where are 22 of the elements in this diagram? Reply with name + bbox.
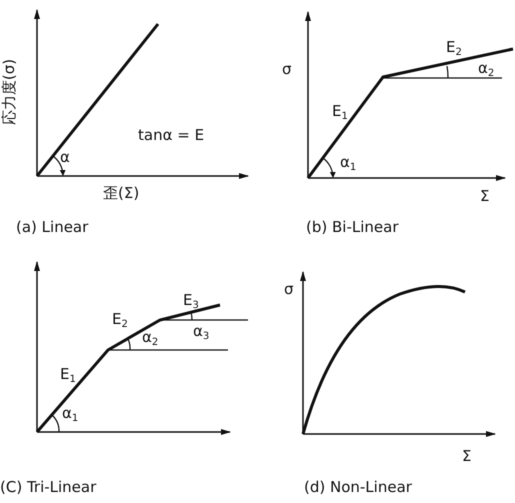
slope-label: E$_{3}$ xyxy=(183,293,199,308)
caption: (C) Tri-Linear xyxy=(0,480,96,495)
angle-label: α$_{1}$ xyxy=(340,155,356,170)
slope-label: E$_{1}$ xyxy=(60,367,76,382)
axis-label: Σ xyxy=(480,189,490,204)
axis-label: 歪(Σ) xyxy=(103,186,140,201)
axis-label: σ xyxy=(282,62,292,77)
axis-label: σ xyxy=(284,282,294,297)
angle-label: α$_{2}$ xyxy=(142,330,158,345)
angle-label: α xyxy=(60,150,70,165)
caption: (d) Non-Linear xyxy=(304,480,412,495)
caption: (b) Bi-Linear xyxy=(306,220,398,235)
angle-label: α$_{1}$ xyxy=(62,406,78,421)
slope-label: E$_{1}$ xyxy=(332,104,348,119)
axis-label: 応力度(σ) xyxy=(2,58,17,126)
slope-label: E$_{2}$ xyxy=(112,312,128,327)
formula: tanα = E xyxy=(138,128,204,143)
caption: (a) Linear xyxy=(16,220,88,235)
slope-label: E$_{2}$ xyxy=(446,40,462,55)
angle-label: α$_{3}$ xyxy=(193,324,210,339)
angle-label: α$_{2}$ xyxy=(478,61,494,76)
axis-label: Σ xyxy=(462,449,472,464)
